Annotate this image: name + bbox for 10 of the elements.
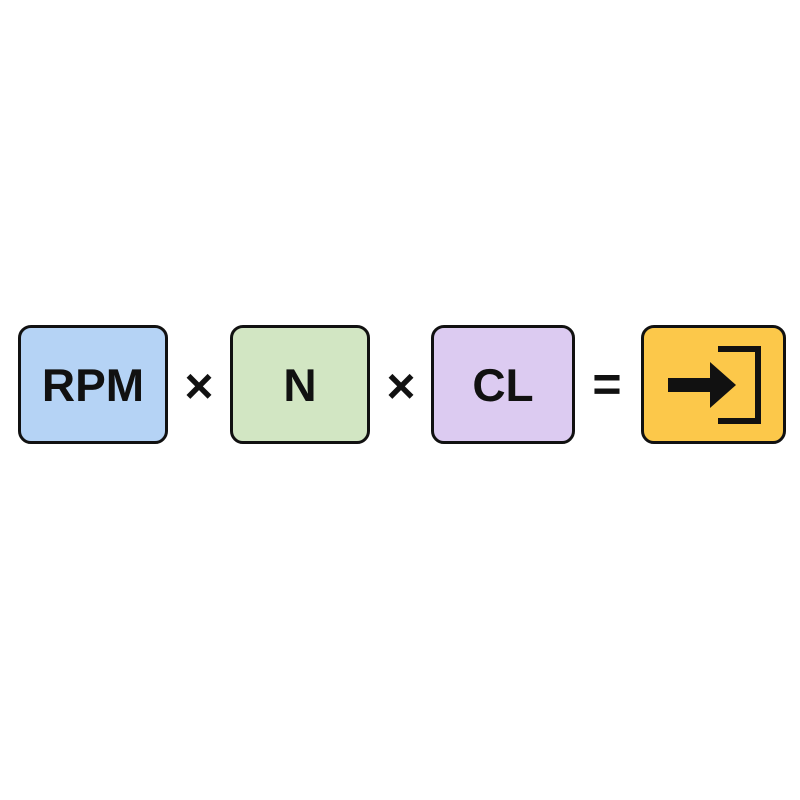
variable-name: N	[283, 362, 317, 408]
variable-name: CL	[472, 362, 534, 408]
equals-sign: =	[592, 359, 622, 409]
variable-name: RPM	[42, 362, 144, 408]
term-card	[230, 325, 370, 444]
term-card	[431, 325, 575, 444]
result-card	[641, 325, 786, 444]
multiplication-sign: ×	[386, 361, 416, 411]
multiplication-sign: ×	[184, 361, 214, 411]
term-card	[18, 325, 168, 444]
